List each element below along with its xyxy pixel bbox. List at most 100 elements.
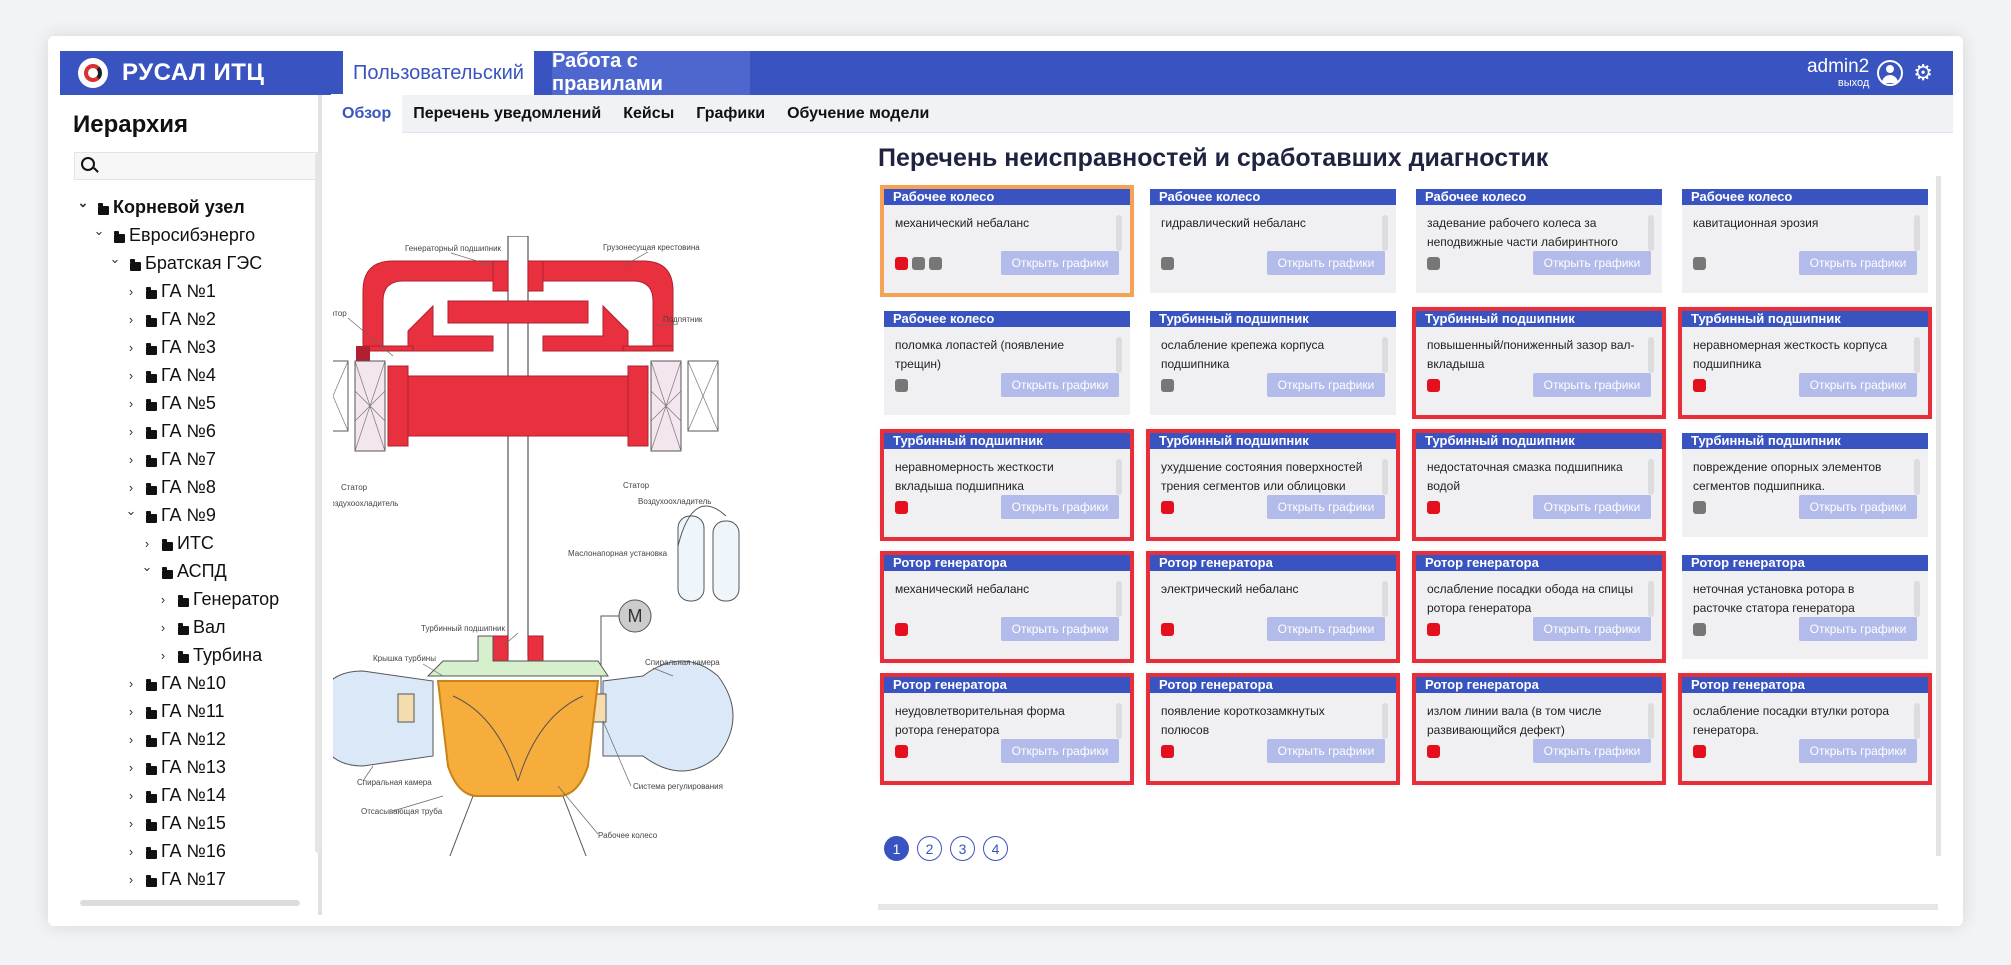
diagnostic-indicator[interactable] xyxy=(1693,745,1706,758)
open-charts-button[interactable]: Открыть графики xyxy=(1799,739,1917,763)
page-button[interactable]: 1 xyxy=(884,836,909,861)
main-scrollbar[interactable] xyxy=(1936,176,1941,856)
tree-node[interactable]: ⌄Братская ГЭС xyxy=(60,249,310,277)
tree-node[interactable]: ›ГА №6 xyxy=(60,417,310,445)
card-scrollbar[interactable] xyxy=(1382,703,1388,739)
gear-icon[interactable]: ⚙ xyxy=(1913,60,1933,85)
diagnostic-indicator[interactable] xyxy=(1161,257,1174,270)
diagnostic-indicator[interactable] xyxy=(895,745,908,758)
chevron-right-icon[interactable]: › xyxy=(128,703,134,719)
card-scrollbar[interactable] xyxy=(1116,337,1122,373)
diagnostic-indicator[interactable] xyxy=(895,501,908,514)
sidebar-scrollbar[interactable] xyxy=(315,153,321,853)
chevron-right-icon[interactable]: › xyxy=(128,367,134,383)
tab-user[interactable]: Пользовательский xyxy=(343,51,534,95)
subtab-charts[interactable]: Графики xyxy=(696,104,766,122)
open-charts-button[interactable]: Открыть графики xyxy=(1533,251,1651,275)
diagnostic-indicator[interactable] xyxy=(1693,501,1706,514)
open-charts-button[interactable]: Открыть графики xyxy=(1799,251,1917,275)
diagnostic-indicator[interactable] xyxy=(895,623,908,636)
open-charts-button[interactable]: Открыть графики xyxy=(1533,617,1651,641)
card-scrollbar[interactable] xyxy=(1382,581,1388,617)
chevron-right-icon[interactable]: › xyxy=(128,675,134,691)
chevron-down-icon[interactable]: ⌄ xyxy=(141,559,153,574)
chevron-right-icon[interactable]: › xyxy=(128,311,134,327)
diagnostic-indicator[interactable] xyxy=(1161,501,1174,514)
card-scrollbar[interactable] xyxy=(1116,459,1122,495)
logo[interactable]: РУСАЛ ИТЦ xyxy=(60,51,339,95)
diagnostic-indicator[interactable] xyxy=(1427,257,1440,270)
diagnostic-indicator[interactable] xyxy=(895,257,908,270)
search-input[interactable] xyxy=(101,153,311,179)
diagnostic-indicator[interactable] xyxy=(1693,623,1706,636)
tree-node[interactable]: ›ГА №16 xyxy=(60,837,310,865)
chevron-right-icon[interactable]: › xyxy=(160,591,166,607)
sidebar-h-scrollbar[interactable] xyxy=(80,900,300,906)
diagnostic-indicator[interactable] xyxy=(1427,379,1440,392)
chevron-right-icon[interactable]: › xyxy=(144,535,150,551)
tree-node[interactable]: ›ГА №11 xyxy=(60,697,310,725)
tree-node[interactable]: ›ГА №3 xyxy=(60,333,310,361)
card-scrollbar[interactable] xyxy=(1648,581,1654,617)
chevron-right-icon[interactable]: › xyxy=(128,843,134,859)
card-scrollbar[interactable] xyxy=(1648,337,1654,373)
tree-node[interactable]: ›ГА №12 xyxy=(60,725,310,753)
diagnostic-indicator[interactable] xyxy=(1161,745,1174,758)
diagnostic-indicator[interactable] xyxy=(1427,745,1440,758)
chevron-right-icon[interactable]: › xyxy=(128,479,134,495)
chevron-right-icon[interactable]: › xyxy=(128,815,134,831)
card-scrollbar[interactable] xyxy=(1116,581,1122,617)
tree-node[interactable]: ›ГА №8 xyxy=(60,473,310,501)
subtab-overview[interactable]: Обзор xyxy=(331,94,403,133)
open-charts-button[interactable]: Открыть графики xyxy=(1799,495,1917,519)
open-charts-button[interactable]: Открыть графики xyxy=(1267,495,1385,519)
chevron-right-icon[interactable]: › xyxy=(128,451,134,467)
chevron-right-icon[interactable]: › xyxy=(128,339,134,355)
subtab-notifications[interactable]: Перечень уведомлений xyxy=(413,104,602,122)
tree-node[interactable]: ›ГА №5 xyxy=(60,389,310,417)
chevron-down-icon[interactable]: ⌄ xyxy=(109,251,121,266)
page-button[interactable]: 2 xyxy=(917,836,942,861)
page-button[interactable]: 4 xyxy=(983,836,1008,861)
chevron-down-icon[interactable]: ⌄ xyxy=(125,503,137,518)
tree-node[interactable]: ›ИТС xyxy=(60,529,310,557)
open-charts-button[interactable]: Открыть графики xyxy=(1267,373,1385,397)
page-button[interactable]: 3 xyxy=(950,836,975,861)
tree-node[interactable]: ›ГА №1 xyxy=(60,277,310,305)
tree-node[interactable]: ›ГА №14 xyxy=(60,781,310,809)
open-charts-button[interactable]: Открыть графики xyxy=(1799,617,1917,641)
chevron-right-icon[interactable]: › xyxy=(128,759,134,775)
card-scrollbar[interactable] xyxy=(1914,459,1920,495)
open-charts-button[interactable]: Открыть графики xyxy=(1533,739,1651,763)
card-scrollbar[interactable] xyxy=(1382,337,1388,373)
diagnostic-indicator[interactable] xyxy=(1693,379,1706,392)
chevron-right-icon[interactable]: › xyxy=(128,787,134,803)
card-scrollbar[interactable] xyxy=(1382,459,1388,495)
subtab-training[interactable]: Обучение модели xyxy=(787,104,930,122)
card-scrollbar[interactable] xyxy=(1914,337,1920,373)
diagnostic-indicator[interactable] xyxy=(1693,257,1706,270)
card-scrollbar[interactable] xyxy=(1116,215,1122,251)
chevron-right-icon[interactable]: › xyxy=(160,619,166,635)
chevron-right-icon[interactable]: › xyxy=(128,731,134,747)
open-charts-button[interactable]: Открыть графики xyxy=(1001,373,1119,397)
tree-node[interactable]: ›Генератор xyxy=(60,585,310,613)
tree-node[interactable]: ⌄Евросибэнерго xyxy=(60,221,310,249)
tree-node[interactable]: ›ГА №17 xyxy=(60,865,310,893)
diagnostic-indicator[interactable] xyxy=(912,257,925,270)
card-scrollbar[interactable] xyxy=(1914,581,1920,617)
tree-node[interactable]: ⌄АСПД xyxy=(60,557,310,585)
diagnostic-indicator[interactable] xyxy=(1161,623,1174,636)
